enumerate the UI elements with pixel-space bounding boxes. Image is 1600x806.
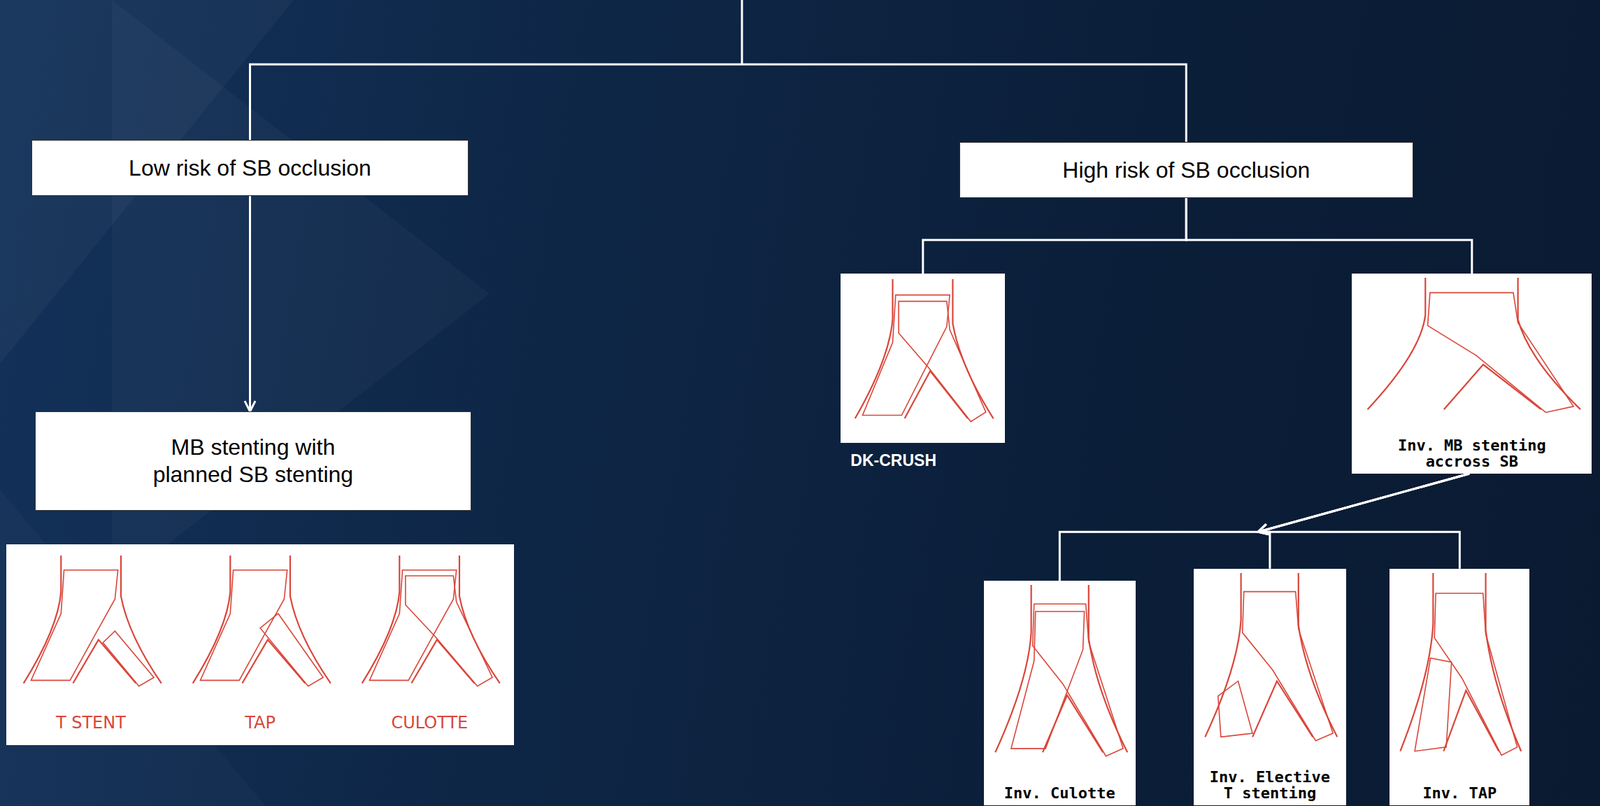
- vessel-wall: [459, 555, 500, 684]
- bifurcation-illustration: [988, 584, 1132, 775]
- stent-outline: [1218, 680, 1253, 737]
- connector: [249, 64, 1187, 142]
- vessel-wall: [1252, 680, 1313, 737]
- vessel-wall: [1444, 690, 1500, 752]
- vessel-wall: [290, 555, 331, 684]
- stent-outline: [1414, 657, 1452, 751]
- stent-outline: [1011, 611, 1085, 749]
- vessel-wall: [995, 584, 1031, 752]
- vessel-wall: [1088, 584, 1127, 752]
- vessel-wall: [241, 639, 305, 683]
- vessel-wall: [72, 639, 136, 683]
- vessel-wall: [953, 279, 994, 419]
- illustration-panel: Inv. MB stenting accross SB: [1351, 273, 1592, 474]
- stent-outline: [369, 569, 457, 680]
- vessel-wall: [1486, 572, 1522, 752]
- stent-outline: [898, 301, 987, 422]
- stent-outline: [260, 613, 324, 687]
- tree-stem: [741, 0, 744, 65]
- illustration-panel: Inv. Culotte: [983, 580, 1136, 805]
- bifurcation-illustration: [16, 555, 166, 700]
- arrowhead: [1258, 523, 1270, 535]
- illustration-panel: Inv. TAP: [1389, 568, 1530, 806]
- connector: [1186, 197, 1473, 274]
- technique-label: Inv. MB stenting accross SB: [1354, 437, 1589, 470]
- connector: [923, 197, 1187, 274]
- technique-label: Inv. TAP: [1392, 784, 1527, 801]
- illustration-panel: T STENT TAP CULOTTE: [6, 544, 515, 745]
- stent-outline: [102, 630, 154, 687]
- connector-line: [249, 64, 1187, 142]
- box-label: MB stenting with planned SB stenting: [76, 433, 431, 488]
- stent-outline: [862, 295, 951, 416]
- vessel-wall: [193, 555, 231, 684]
- stent-outline: [1242, 590, 1333, 740]
- connector-line: [1059, 473, 1470, 581]
- technique-label: T STENT: [55, 712, 126, 733]
- bifurcation-illustration: [354, 555, 505, 700]
- vessel-wall: [1400, 572, 1434, 752]
- process-box: High risk of SB occlusion: [959, 141, 1414, 198]
- connector-line: [1258, 473, 1470, 569]
- vessel-wall: [362, 555, 400, 684]
- technique-label: Inv. Elective T stenting: [1196, 768, 1343, 801]
- illustration-panel: Inv. Elective T stenting: [1193, 568, 1346, 806]
- bifurcation-illustration: [847, 279, 998, 438]
- vessel-wall: [120, 555, 162, 684]
- technique-label: DK-CRUSH: [850, 451, 937, 470]
- vessel-wall: [1367, 277, 1426, 410]
- vessel-wall: [1042, 695, 1103, 753]
- illustration-panel: DK-CRUSH: [840, 273, 1005, 483]
- bifurcation-illustration: [1197, 572, 1342, 759]
- bifurcation-illustration: [1355, 277, 1588, 428]
- technique-label: TAP: [244, 712, 276, 733]
- connector: [249, 195, 251, 412]
- connector-line: [1186, 197, 1473, 274]
- stent-outline: [30, 569, 118, 680]
- vessel-wall: [855, 279, 894, 419]
- vessel-wall: [1518, 277, 1581, 410]
- connector: [1258, 473, 1470, 569]
- stent-outline: [200, 569, 287, 680]
- connector-line: [248, 195, 252, 412]
- stent-outline: [1427, 292, 1574, 412]
- process-box: MB stenting with planned SB stenting: [34, 411, 473, 511]
- box-label: High risk of SB occlusion: [1062, 156, 1310, 184]
- box-label: Low risk of SB occlusion: [128, 154, 372, 182]
- connector: [1059, 473, 1470, 581]
- process-box: Low risk of SB occlusion: [31, 139, 469, 196]
- vessel-wall: [1205, 572, 1242, 737]
- stent-outline: [1032, 603, 1123, 756]
- bifurcation-illustration: [185, 555, 335, 700]
- technique-label: Inv. Culotte: [986, 784, 1133, 801]
- panel-background: [840, 273, 1005, 443]
- vessel-wall: [1298, 572, 1338, 737]
- vessel-wall: [1444, 364, 1542, 410]
- technique-label: CULOTTE: [390, 712, 468, 733]
- connector-line: [923, 197, 1187, 274]
- bifurcation-illustration: [1393, 572, 1526, 775]
- stent-outline: [405, 575, 493, 687]
- connector: [1258, 473, 1470, 569]
- connector-line: [1258, 473, 1470, 569]
- vessel-wall: [23, 555, 61, 684]
